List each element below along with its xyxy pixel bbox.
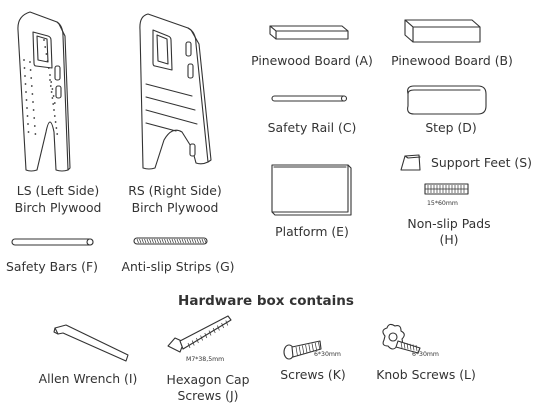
platform-label: Platform (E) — [275, 224, 349, 239]
safety-bars-drawing — [11, 238, 94, 246]
screw-drawing — [283, 340, 322, 360]
anti-slip-strips-drawing — [133, 237, 208, 245]
step-drawing — [407, 85, 487, 115]
pinewood-board-b-label: Pinewood Board (B) — [391, 53, 513, 68]
hexagon-screw-label-line2: Screws (J) — [177, 388, 239, 403]
non-slip-pads-label-line1: Non-slip Pads — [407, 216, 491, 231]
left-side-panel-drawing — [17, 11, 71, 172]
pinewood-board-a-drawing — [269, 25, 349, 40]
screws-label: Screws (K) — [280, 367, 346, 382]
allen-wrench-drawing — [53, 324, 129, 362]
left-side-label-line1: LS (Left Side) — [16, 183, 100, 198]
right-side-label-line2: Birch Plywood — [131, 200, 219, 215]
allen-wrench-label: Allen Wrench (I) — [38, 371, 138, 386]
left-side-label-line2: Birch Plywood — [14, 200, 102, 215]
pinewood-board-b-drawing — [404, 19, 481, 43]
support-feet-label: Support Feet (S) — [431, 155, 532, 170]
pinewood-board-a-label: Pinewood Board (A) — [251, 53, 373, 68]
hardware-heading: Hardware box contains — [178, 293, 354, 309]
safety-rail-label: Safety Rail (C) — [267, 120, 357, 135]
knob-screws-size: 6*30mm — [412, 351, 439, 358]
platform-drawing — [271, 164, 352, 216]
safety-rail-drawing — [271, 95, 348, 102]
safety-bars-label: Safety Bars (F) — [6, 259, 98, 274]
screws-size: 6*30mm — [314, 351, 341, 358]
right-side-panel-drawing — [139, 13, 212, 170]
non-slip-pads-size: 15*60mm — [427, 200, 458, 207]
knob-screws-label: Knob Screws (L) — [376, 367, 476, 382]
hexagon-screw-label-line1: Hexagon Cap — [166, 372, 250, 387]
step-label: Step (D) — [425, 120, 477, 135]
support-feet-drawing — [400, 154, 421, 171]
non-slip-pads-drawing — [424, 183, 469, 195]
anti-slip-strips-label: Anti-slip Strips (G) — [121, 259, 235, 274]
right-side-label-line1: RS (Right Side) — [128, 183, 222, 198]
hexagon-screw-size: M7*38,5mm — [186, 356, 225, 363]
knob-screw-drawing — [382, 323, 421, 354]
hexagon-cap-screw-drawing — [167, 315, 232, 353]
non-slip-pads-label-line2: (H) — [439, 232, 459, 247]
